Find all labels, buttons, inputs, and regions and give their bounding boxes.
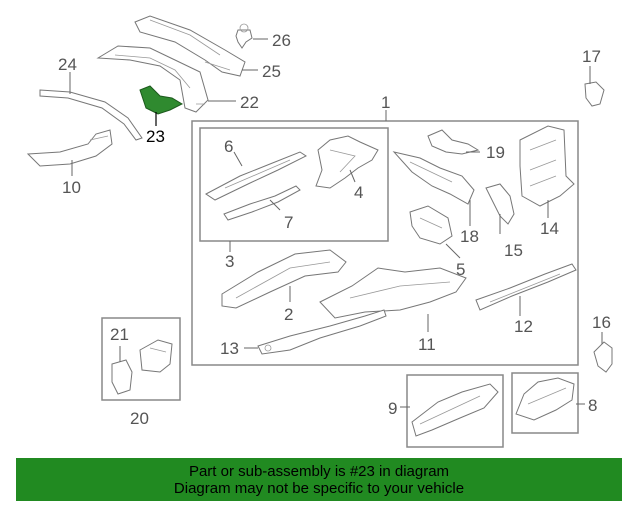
part-13-sill (257, 309, 387, 355)
part-20-panel (139, 339, 173, 373)
part-19-bracket (427, 129, 480, 155)
callout-23: 23 (146, 127, 165, 146)
notice-line-1: Part or sub-assembly is #23 in diagram (188, 462, 450, 480)
part-22-apron-assembly (96, 45, 209, 113)
part-17-small-bracket (584, 81, 605, 107)
part-9-panel (411, 383, 499, 437)
assembly-8-box (511, 372, 579, 434)
part-23-highlighted-bracket (139, 85, 184, 115)
part-14-panel (519, 125, 575, 207)
callout-20: 20 (130, 409, 149, 428)
assembly-1-box (191, 120, 579, 366)
callout-22: 22 (240, 93, 259, 112)
callout-1: 1 (381, 93, 390, 112)
callout-21: 21 (110, 325, 129, 344)
notice-line-2: Diagram may not be specific to your vehi… (173, 479, 465, 497)
callout-6: 6 (224, 137, 233, 156)
callout-13: 13 (220, 339, 239, 358)
callout-16: 16 (592, 313, 611, 332)
part-15-bracket (485, 183, 515, 225)
callout-19: 19 (486, 143, 505, 162)
callout-3: 3 (225, 252, 234, 271)
part-10-bracket (26, 129, 113, 167)
callout-17: 17 (582, 47, 601, 66)
assembly-9-box (406, 374, 504, 448)
part-5-plate (409, 205, 453, 245)
part-6-rail (205, 151, 307, 201)
callout-25: 25 (262, 62, 281, 81)
parts-diagram: 26 25 22 24 23 10 17 1 6 7 4 3 2 5 19 18… (26, 15, 613, 448)
part-7-rail (223, 185, 301, 221)
callout-15: 15 (504, 241, 523, 260)
part-4-bracket (315, 135, 379, 189)
callout-5: 5 (456, 260, 465, 279)
callout-9: 9 (388, 399, 397, 418)
part-25-apron-rail (134, 15, 246, 77)
part-18-frame-member (392, 151, 475, 205)
part-16-small-bracket (593, 341, 613, 373)
callout-14: 14 (540, 219, 559, 238)
part-2-frame-rail (221, 249, 347, 309)
diagram-notice-banner: Part or sub-assembly is #23 in diagram D… (16, 458, 622, 501)
part-12-crossmember (475, 263, 577, 311)
assembly-3-box (199, 127, 389, 242)
callout-12: 12 (514, 317, 533, 336)
part-26-clip (235, 23, 253, 49)
part-21-bracket (111, 359, 133, 395)
callout-4: 4 (354, 183, 363, 202)
callout-7: 7 (284, 213, 293, 232)
part-24-upper-rail (39, 89, 143, 141)
part-11-floor-rail (319, 267, 467, 319)
assembly-20-box (101, 317, 181, 401)
callout-18: 18 (460, 227, 479, 246)
callout-26: 26 (272, 31, 291, 50)
callout-10: 10 (62, 178, 81, 197)
part-8-panel (515, 377, 575, 421)
callout-24: 24 (58, 55, 77, 74)
callout-2: 2 (284, 305, 293, 324)
callout-11: 11 (418, 335, 436, 354)
callout-8: 8 (588, 396, 597, 415)
